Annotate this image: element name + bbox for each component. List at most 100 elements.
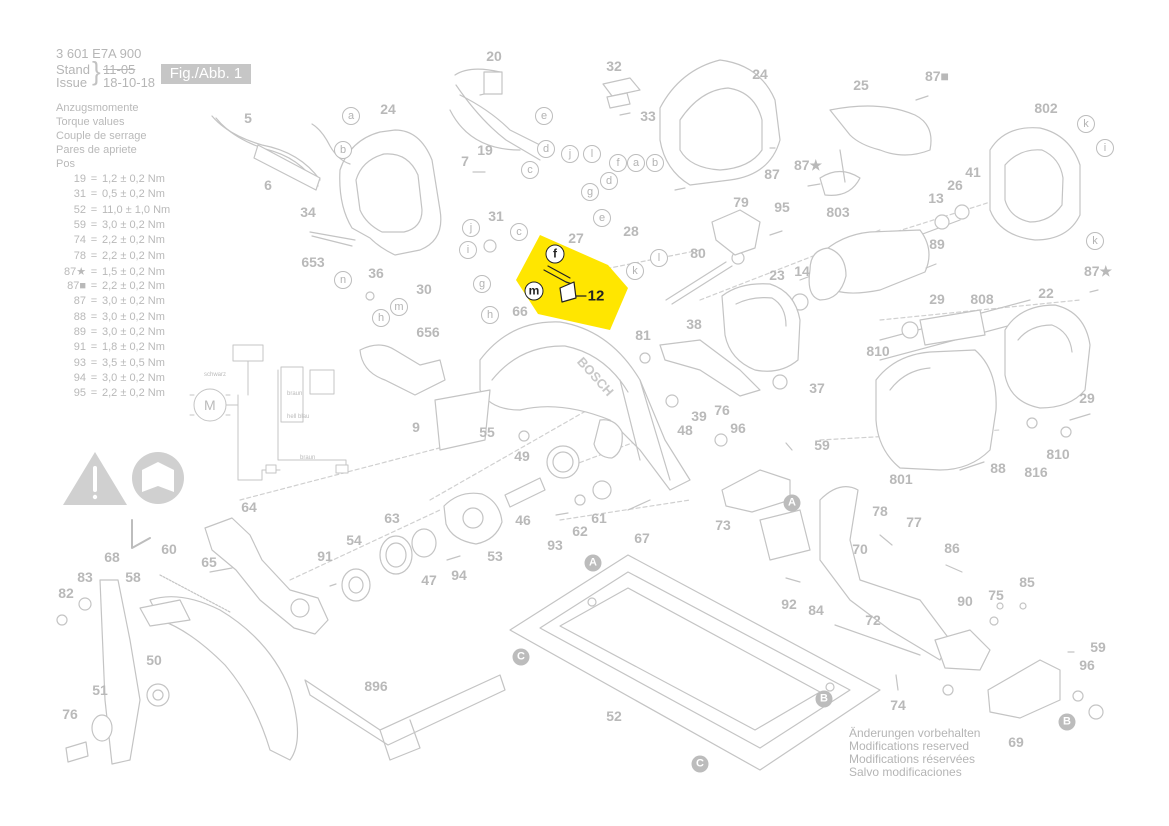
part-number-label: 803 [826, 204, 850, 220]
part-number-label: 28 [623, 223, 639, 239]
fan-guide-23 [721, 283, 801, 372]
part-number-label: 69 [1008, 734, 1024, 750]
callout-letter: b [646, 154, 664, 172]
part-number-label: 62 [572, 523, 588, 539]
part-number-label: 77 [906, 514, 922, 530]
issue-date: 18-10-18 [103, 75, 156, 90]
part-number-label: 83 [77, 569, 93, 585]
torque-val: 1,2 ± 0,2 Nm [102, 173, 165, 185]
torque-eq: = [90, 295, 98, 308]
callout-letter: c [521, 161, 539, 179]
torque-eq: = [90, 265, 98, 278]
note-fr: Modifications réservées [849, 752, 976, 766]
part-number-label: 19 [477, 142, 493, 158]
part-number-label: 653 [301, 254, 325, 270]
torque-title-en: Torque values [56, 116, 125, 128]
upper-guard [479, 321, 691, 491]
highlighted-part-number: 12 [587, 287, 605, 305]
rod-72 [834, 624, 921, 656]
torque-eq: = [90, 249, 98, 262]
reference-marker: A [584, 554, 602, 572]
callout-letter: b [334, 141, 352, 159]
torque-eq: = [90, 371, 98, 384]
part-number-label: 68 [104, 549, 120, 565]
part-79 [711, 209, 761, 256]
carbon-brush-illustration [543, 265, 587, 303]
change-notes: Änderungen vorbehalten Modifications res… [849, 727, 980, 779]
callout-letter: j [561, 145, 579, 163]
torque-eq: = [90, 387, 98, 400]
torque-row: 87=3,0 ± 0,2 Nm [64, 295, 198, 307]
torque-id: 89 [73, 326, 86, 338]
torque-title-pos: Pos [56, 158, 75, 170]
part-number-label: 58 [125, 569, 141, 585]
callout-letter: i [1096, 139, 1114, 157]
callout-letter: l [650, 249, 668, 267]
torque-eq: = [90, 234, 98, 247]
motor-symbol-label: M [204, 397, 216, 413]
torque-eq: = [90, 326, 98, 338]
callout-letter: d [600, 172, 618, 190]
callout-letter: k [1086, 232, 1104, 250]
torque-val: 3,0 ± 0,2 Nm [102, 371, 165, 384]
torque-val: 1,8 ± 0,2 Nm [102, 341, 165, 354]
brush-holder-25 [819, 105, 932, 196]
torque-id: 88 [73, 310, 86, 323]
torque-row: 59=3,0 ± 0,2 Nm [64, 219, 198, 231]
torque-val: 2,2 ± 0,2 Nm [102, 280, 165, 293]
wiring-diagram [189, 344, 349, 481]
part-number-label: 59 [814, 437, 830, 453]
callout-letter: j [462, 219, 480, 237]
part-number-label: 656 [416, 324, 440, 340]
handle-housing [309, 123, 442, 256]
part-number-label: 95 [774, 199, 790, 215]
torque-val: 3,0 ± 0,2 Nm [102, 310, 165, 323]
torque-id: 93 [73, 356, 86, 369]
rip-fence-896 [304, 674, 506, 761]
part-number-label: 63 [384, 510, 400, 526]
part-number-label: 74 [890, 697, 906, 713]
torque-eq: = [90, 188, 98, 201]
part-number-label: 59 [1090, 639, 1106, 655]
part-number-label: 86 [944, 540, 960, 556]
torque-row: 94 = 3,0 ± 0,2 Nm [64, 372, 198, 384]
part-number-label: 7 [461, 153, 469, 169]
callout-letter: n [334, 271, 352, 289]
part-number-label: 65 [201, 554, 217, 570]
torque-row: 78=2,2 ± 0,2 Nm [64, 250, 198, 262]
part-number-label: 23 [769, 267, 785, 283]
highlight-callout-f: f [545, 244, 565, 264]
note-en: Modifications reserved [849, 739, 970, 753]
part-number-label: 80 [690, 245, 706, 261]
part-number-label: 36 [368, 265, 384, 281]
torque-row: 91=1,8 ± 0,2 Nm [64, 341, 198, 353]
part-number-label: 96 [730, 420, 746, 436]
part-number-label: 81 [635, 327, 651, 343]
part-number-label: 54 [346, 532, 362, 548]
callout-letter: l [583, 145, 601, 163]
reference-marker: C [691, 755, 709, 773]
torque-eq: = [90, 173, 98, 185]
part-number-label: 75 [988, 587, 1004, 603]
plate-9 [434, 389, 491, 451]
part-number-label: 61 [591, 510, 607, 526]
part-number-label: 6 [264, 177, 272, 193]
part-number-label: 37 [809, 380, 825, 396]
part-number-label: 85 [1019, 574, 1035, 590]
switch-32 [602, 77, 641, 109]
part-58 [139, 599, 191, 627]
rod-80 [665, 261, 727, 301]
part-808 [919, 309, 986, 346]
part-number-label: 70 [852, 541, 868, 557]
torque-row: 31=0,5 ± 0,2 Nm [64, 188, 198, 200]
part-number-label: 46 [515, 512, 531, 528]
torque-id: 94 [73, 371, 86, 384]
power-cord [211, 115, 321, 191]
torque-row: 19=1,2 ± 0,2 Nm [64, 173, 198, 185]
part-number-label: 78 [872, 503, 888, 519]
torque-eq: = [90, 310, 98, 323]
gear-49 [546, 419, 623, 479]
torque-eq: = [90, 280, 98, 293]
part-number-label: 73 [715, 517, 731, 533]
stand-old-date: 11-05 [103, 62, 136, 77]
